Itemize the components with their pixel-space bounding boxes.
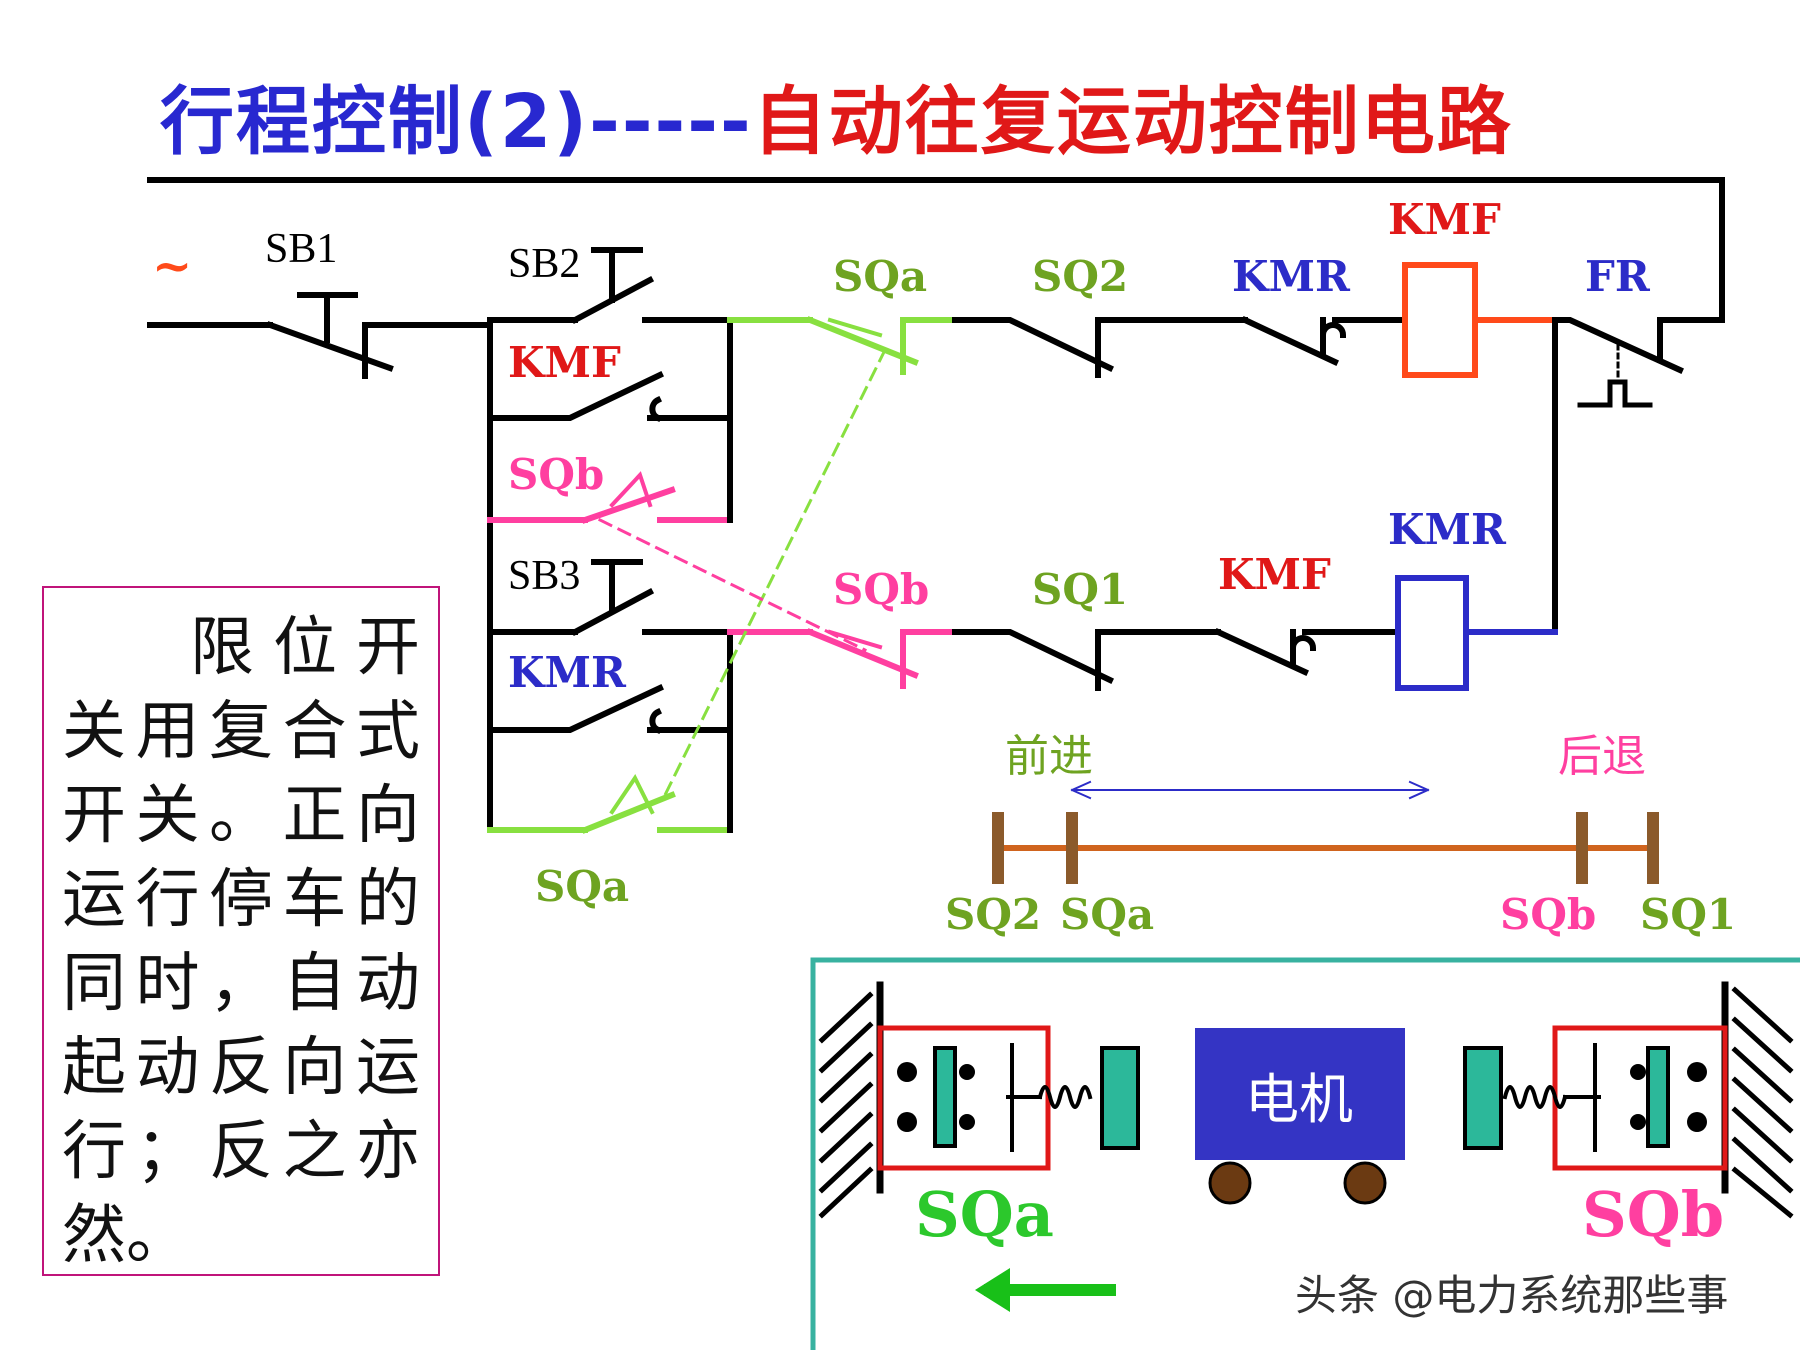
sqa-parallel-contact (487, 774, 733, 834)
sqa-series-contact (727, 316, 958, 375)
sq1-label: SQ1 (1032, 565, 1129, 614)
title-part-1: 行程控制(2)----- (160, 79, 753, 165)
right-wall (1721, 981, 1794, 1219)
fr-label: FR (1585, 252, 1650, 301)
left-wall (818, 981, 884, 1219)
kmr-hold-label: KMR (508, 648, 626, 697)
track-stops (992, 812, 1659, 884)
sqa-series-label: SQa (833, 252, 928, 301)
sq2-contact (952, 317, 1248, 378)
kmf-coil (1402, 262, 1478, 378)
track-label-sqb: SQb (1500, 890, 1597, 939)
kmr-interlock-contact (1241, 316, 1408, 366)
top-rail-wire (147, 177, 1725, 323)
sq2-label: SQ2 (1032, 252, 1129, 301)
sqa-linkage (662, 347, 888, 798)
sb2-label: SB2 (508, 241, 581, 287)
sqb-series-label: SQb (833, 565, 930, 614)
sqb-linkage (597, 517, 868, 653)
track-label-sq2: SQ2 (945, 890, 1042, 939)
sqa-actuator (1100, 1046, 1140, 1150)
sb1-label: SB1 (265, 226, 338, 272)
sqb-actuator (1463, 1046, 1503, 1150)
direction-arrowheads (1070, 780, 1430, 800)
kmf-coil-label: KMF (1388, 195, 1501, 244)
backward-label: 后退 (1558, 731, 1646, 782)
sqa-switch-box (877, 1025, 1051, 1171)
kmf-hold-contact (487, 370, 733, 423)
sqb-spring (1502, 1085, 1568, 1109)
sqa-spring (1037, 1085, 1093, 1109)
motor-cart (1195, 1028, 1405, 1160)
sb1-switch (266, 292, 493, 379)
sqb-plunger (1646, 1046, 1670, 1148)
mechanism-sqa-label: SQa (915, 1178, 1054, 1251)
kmr-coil-label: KMR (1388, 505, 1506, 554)
sqb-series-contact (727, 628, 958, 689)
sq1-contact (952, 629, 1221, 691)
motion-arrow-head (975, 1268, 1010, 1312)
kmr-coil (1395, 575, 1469, 691)
kmr-interlock-label: KMR (1232, 252, 1350, 301)
explanation-box: 限位开关用复合式开关。正向运行停车的同时，自动起动反向运行；反之亦然。 (42, 586, 440, 1276)
kmf-hold-label: KMF (508, 338, 621, 387)
motor-label: 电机 (1245, 1068, 1353, 1131)
page-title: 行程控制(2)-----自动往复运动控制电路 (160, 62, 1513, 165)
sqb-parallel-label: SQb (508, 450, 605, 499)
watermark: 头条 @电力系统那些事 (1295, 1271, 1729, 1320)
sb2-switch (487, 247, 733, 325)
cart-wheel-left (1208, 1161, 1252, 1205)
forward-label: 前进 (1005, 731, 1093, 782)
sqb-parallel-contact (487, 471, 733, 524)
supply-symbol: ~ (152, 238, 193, 294)
track-label-sqa: SQa (1060, 890, 1155, 939)
kmf-interlock-label: KMF (1218, 550, 1331, 599)
cart-wheel-right (1343, 1161, 1387, 1205)
fr-contact (1557, 317, 1693, 408)
sb3-switch (487, 559, 733, 637)
mechanism-frame (810, 957, 1800, 1350)
kmf-interlock-contact (1214, 628, 1401, 676)
explanation-text: 限位开关用复合式开关。正向运行停车的同时，自动起动反向运行；反之亦然。 (62, 611, 420, 1273)
title-part-2: 自动往复运动控制电路 (752, 79, 1513, 165)
kmr-hold-contact (487, 684, 733, 735)
mechanism-sqb-label: SQb (1582, 1178, 1725, 1251)
track-label-sq1: SQ1 (1640, 890, 1737, 939)
sqa-parallel-label: SQa (535, 862, 630, 911)
sqa-plunger (933, 1046, 957, 1148)
sb3-label: SB3 (508, 553, 581, 599)
